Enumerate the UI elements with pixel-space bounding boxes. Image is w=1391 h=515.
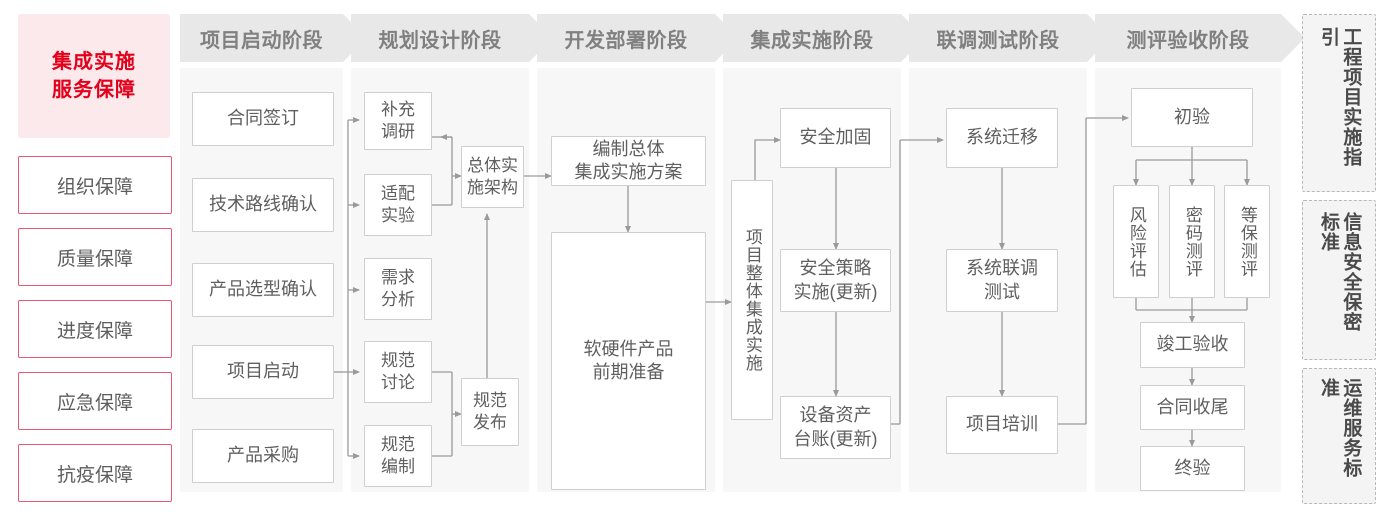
phase-header-5[interactable]: 联调测试阶段 (909, 14, 1111, 62)
guarantee-item-schedule[interactable]: 进度保障 (18, 300, 172, 358)
node-standard-drafting[interactable]: 规范编制 (364, 425, 432, 487)
node-label: 设备资产台账(更新) (793, 405, 878, 449)
phase-header-label: 测评验收阶段 (1126, 29, 1250, 52)
node-label: 风险评估 (1126, 205, 1146, 278)
guarantee-item-label: 应急保障 (56, 392, 133, 414)
node-label: 系统迁移 (966, 127, 1038, 148)
node-label: 安全加固 (799, 127, 872, 148)
node-equipment-asset-ledger[interactable]: 设备资产台账(更新) (780, 396, 891, 459)
node-overall-project-integration[interactable]: 项目整体集成实施 (731, 180, 773, 420)
guarantee-item-label: 进度保障 (56, 320, 133, 342)
guarantee-item-epidemic[interactable]: 抗疫保障 (18, 444, 172, 502)
node-label: 技术路线确认 (209, 194, 317, 215)
node-label: 初验 (1174, 106, 1210, 127)
node-label: 合同签订 (227, 108, 299, 129)
standards-column: 工程项目实施指引 信息安全保密标准 运维服务标准 (1302, 14, 1376, 504)
node-product-selection-confirm[interactable]: 产品选型确认 (192, 263, 334, 317)
node-label: 总体实施架构 (467, 156, 518, 197)
node-label: 系统联调测试 (966, 258, 1038, 302)
node-security-policy-implementation[interactable]: 安全策略实施(更新) (780, 249, 891, 312)
standard-item-label: 工程项目实施指引 (1318, 27, 1362, 168)
phase-header-label: 规划设计阶段 (378, 29, 502, 52)
guarantee-item-organization[interactable]: 组织保障 (18, 156, 172, 214)
guarantee-item-label: 抗疫保障 (56, 464, 133, 486)
node-system-migration[interactable]: 系统迁移 (946, 108, 1058, 168)
node-preliminary-acceptance[interactable]: 初验 (1131, 88, 1253, 147)
node-standard-release[interactable]: 规范发布 (461, 378, 519, 446)
phase-header-label: 开发部署阶段 (564, 29, 688, 52)
node-standard-discussion[interactable]: 规范讨论 (364, 341, 432, 403)
guarantee-title: 集成实施服务保障 (18, 14, 170, 138)
phase-header-6[interactable]: 测评验收阶段 (1095, 14, 1305, 62)
node-label: 适配实验 (381, 184, 415, 225)
node-label: 编制总体集成实施方案 (574, 138, 683, 182)
node-label: 项目整体集成实施 (742, 228, 762, 372)
node-label: 需求分析 (381, 268, 415, 309)
node-hardware-software-preparation[interactable]: 软硬件产品前期准备 (551, 232, 706, 490)
node-overall-integration-plan[interactable]: 编制总体集成实施方案 (551, 136, 706, 186)
phase-header-label: 联调测试阶段 (936, 29, 1060, 52)
standard-item-engineering-guideline[interactable]: 工程项目实施指引 (1302, 14, 1376, 192)
standard-item-infosec-standard[interactable]: 信息安全保密标准 (1302, 200, 1376, 360)
chevron-right-icon (1281, 14, 1305, 62)
node-label: 规范发布 (473, 391, 507, 432)
node-risk-assessment[interactable]: 风险评估 (1113, 185, 1159, 298)
node-contract-closure[interactable]: 合同收尾 (1140, 385, 1245, 430)
node-label: 规范讨论 (381, 351, 415, 392)
node-project-kickoff[interactable]: 项目启动 (192, 345, 334, 399)
node-completion-acceptance[interactable]: 竣工验收 (1140, 322, 1245, 368)
guarantee-item-label: 质量保障 (56, 248, 133, 270)
node-label: 安全策略实施(更新) (793, 258, 878, 302)
node-label: 竣工验收 (1156, 334, 1229, 355)
node-tech-route-confirm[interactable]: 技术路线确认 (192, 178, 334, 232)
node-label: 终验 (1174, 457, 1211, 478)
node-security-hardening[interactable]: 安全加固 (780, 108, 891, 168)
node-product-procurement[interactable]: 产品采购 (192, 429, 334, 483)
standard-item-ops-service-standard[interactable]: 运维服务标准 (1302, 368, 1376, 504)
node-final-acceptance[interactable]: 终验 (1140, 446, 1245, 491)
phase-header-label: 集成实施阶段 (750, 29, 874, 52)
node-system-joint-debug-test[interactable]: 系统联调测试 (946, 249, 1058, 312)
node-classified-protection-evaluation[interactable]: 等保测评 (1224, 185, 1270, 298)
phase-header-label: 项目启动阶段 (200, 29, 323, 52)
node-label: 密码测评 (1182, 205, 1202, 278)
node-cryptography-evaluation[interactable]: 密码测评 (1169, 185, 1215, 298)
node-label: 产品采购 (227, 445, 299, 466)
node-overall-implementation-architecture[interactable]: 总体实施架构 (461, 146, 524, 208)
node-label: 软硬件产品前期准备 (583, 338, 674, 382)
guarantee-title-text: 集成实施服务保障 (52, 50, 136, 101)
node-project-training[interactable]: 项目培训 (946, 396, 1058, 454)
node-label: 等保测评 (1237, 205, 1257, 278)
guarantee-item-quality[interactable]: 质量保障 (18, 228, 172, 286)
node-label: 产品选型确认 (209, 279, 317, 300)
phase-header-1[interactable]: 项目启动阶段 (180, 14, 367, 62)
node-label: 项目启动 (227, 361, 299, 382)
node-label: 补充调研 (381, 100, 415, 141)
guarantee-item-label: 组织保障 (56, 176, 133, 198)
standard-item-label: 信息安全保密标准 (1318, 212, 1362, 333)
node-supplementary-research[interactable]: 补充调研 (364, 92, 432, 150)
node-requirement-analysis[interactable]: 需求分析 (364, 258, 432, 320)
node-adaptation-experiment[interactable]: 适配实验 (364, 174, 432, 236)
node-label: 项目培训 (966, 414, 1038, 435)
standard-item-label: 运维服务标准 (1318, 378, 1362, 479)
node-label: 合同收尾 (1156, 396, 1229, 417)
phase-header-2[interactable]: 规划设计阶段 (351, 14, 553, 62)
guarantee-column: 集成实施服务保障 组织保障 质量保障 进度保障 应急保障 抗疫保障 (18, 14, 172, 504)
phase-header-3[interactable]: 开发部署阶段 (537, 14, 739, 62)
guarantee-item-emergency[interactable]: 应急保障 (18, 372, 172, 430)
node-label: 规范编制 (381, 435, 415, 476)
node-contract-signing[interactable]: 合同签订 (192, 92, 334, 146)
phase-header-4[interactable]: 集成实施阶段 (723, 14, 925, 62)
